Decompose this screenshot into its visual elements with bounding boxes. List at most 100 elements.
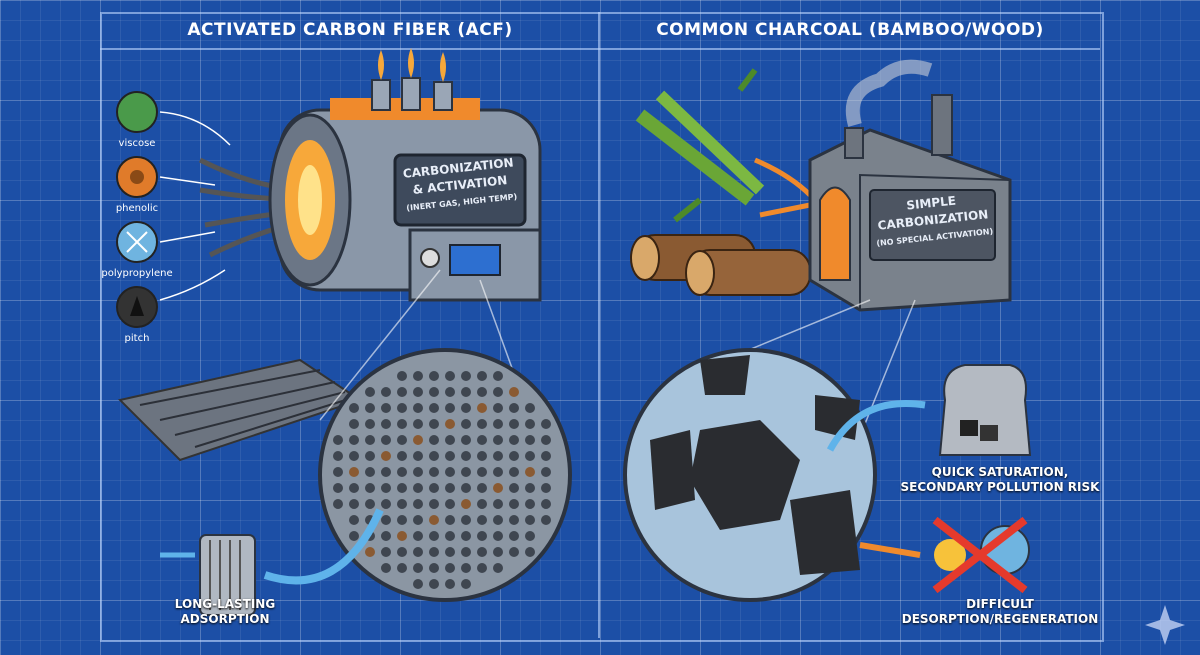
diagram-frame: [100, 12, 1104, 642]
pore: [429, 547, 439, 557]
pore: [429, 515, 439, 525]
pore: [461, 579, 471, 589]
pore: [493, 483, 503, 493]
pore: [525, 499, 535, 509]
pore: [493, 419, 503, 429]
pore: [413, 371, 423, 381]
pore: [397, 387, 407, 397]
acf-title: ACTIVATED CARBON FIBER (ACF): [187, 20, 513, 40]
pore: [333, 483, 343, 493]
pore: [349, 419, 359, 429]
pore: [413, 435, 423, 445]
pore: [525, 483, 535, 493]
adsorption-arrow: [263, 508, 384, 585]
pore: [381, 403, 391, 413]
pore: [413, 499, 423, 509]
pore: [509, 467, 519, 477]
pore: [445, 547, 455, 557]
pore: [381, 515, 391, 525]
pore: [413, 419, 423, 429]
pore: [365, 451, 375, 461]
pore: [413, 515, 423, 525]
caption-line: SECONDARY POLLUTION RISK: [900, 480, 1100, 494]
header-line: [100, 48, 1100, 50]
pore: [381, 531, 391, 541]
pore: [429, 451, 439, 461]
pore: [397, 483, 407, 493]
caption-line: LONG-LASTING: [174, 597, 276, 611]
pore: [541, 515, 551, 525]
pore: [525, 531, 535, 541]
pore: [397, 451, 407, 461]
pore: [413, 483, 423, 493]
saturation-arrow: [826, 400, 926, 452]
pore: [525, 451, 535, 461]
pore: [429, 403, 439, 413]
pore: [493, 403, 503, 413]
caption-line: DESORPTION/REGENERATION: [901, 612, 1099, 626]
pore: [429, 467, 439, 477]
pore: [397, 419, 407, 429]
pore: [541, 467, 551, 477]
pore: [397, 563, 407, 573]
precursor-arrows: [159, 111, 231, 301]
pore: [413, 531, 423, 541]
pore: [509, 547, 519, 557]
pore: [429, 483, 439, 493]
pore: [397, 467, 407, 477]
pore: [333, 451, 343, 461]
pore: [509, 435, 519, 445]
pore: [349, 403, 359, 413]
pore: [461, 547, 471, 557]
wood-logs: [630, 234, 811, 296]
panel-divider: [598, 12, 600, 638]
pore: [477, 371, 487, 381]
pore: [445, 531, 455, 541]
pore: [525, 547, 535, 557]
pore: [333, 435, 343, 445]
sparkle-icon: [1145, 605, 1185, 645]
pore: [477, 419, 487, 429]
pore: [413, 579, 423, 589]
polypropylene-icon: [116, 221, 158, 263]
bamboo: [635, 68, 765, 223]
charcoal-title: COMMON CHARCOAL (BAMBOO/WOOD): [656, 20, 1044, 40]
precursor-label: pitch: [124, 333, 150, 344]
pore: [445, 419, 455, 429]
filter-cartridge-icon: [160, 534, 256, 616]
pore: [445, 403, 455, 413]
pore: [541, 499, 551, 509]
pore: [477, 515, 487, 525]
pore: [445, 467, 455, 477]
pore: [429, 435, 439, 445]
pore: [509, 483, 519, 493]
pore: [525, 403, 535, 413]
pore: [461, 483, 471, 493]
pore: [477, 387, 487, 397]
pore: [365, 467, 375, 477]
pore: [413, 467, 423, 477]
pore: [477, 547, 487, 557]
pore: [493, 531, 503, 541]
pore: [541, 419, 551, 429]
pore: [493, 515, 503, 525]
pore: [413, 387, 423, 397]
saturation-caption: QUICK SATURATION, SECONDARY POLLUTION RI…: [900, 465, 1100, 495]
pore: [461, 467, 471, 477]
pore: [429, 371, 439, 381]
charcoal-magnified: [623, 299, 916, 602]
pore: [541, 483, 551, 493]
pore: [509, 499, 519, 509]
caption-line: DIFFICULT: [966, 597, 1034, 611]
regeneration-caption: DIFFICULT DESORPTION/REGENERATION: [900, 597, 1100, 627]
pore: [509, 419, 519, 429]
pore: [413, 563, 423, 573]
pore: [493, 547, 503, 557]
pore: [493, 499, 503, 509]
pore: [365, 435, 375, 445]
pore: [493, 467, 503, 477]
pore: [381, 387, 391, 397]
pore: [381, 451, 391, 461]
pore: [445, 499, 455, 509]
